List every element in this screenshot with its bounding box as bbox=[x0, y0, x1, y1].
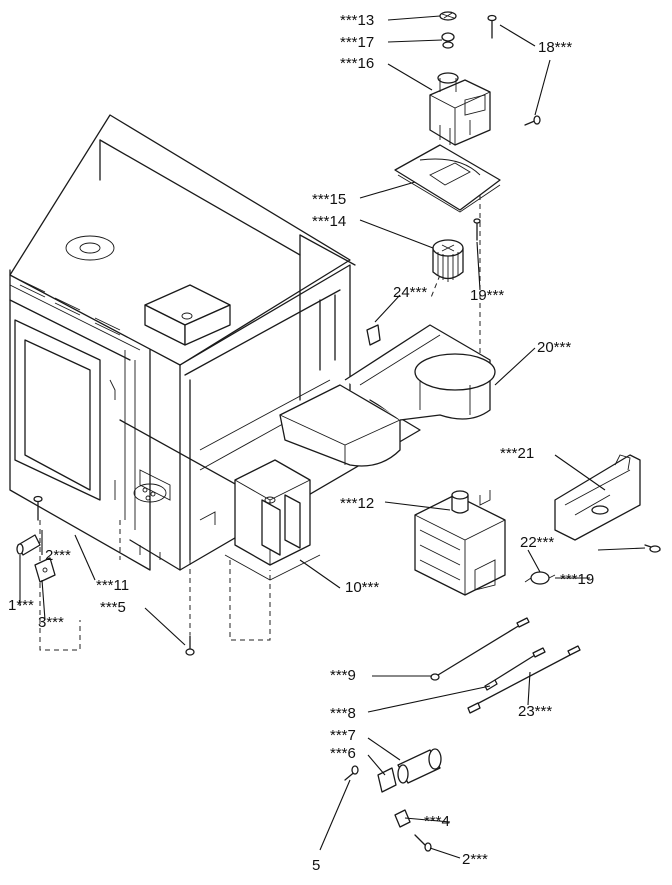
callout-3: 3*** bbox=[38, 614, 64, 631]
callout-23: 23*** bbox=[518, 703, 552, 720]
callout-1: 1*** bbox=[8, 597, 34, 614]
oven-cabinet bbox=[9, 114, 421, 571]
magnetron bbox=[414, 490, 506, 596]
fuse-holder bbox=[16, 495, 56, 583]
dashed-guides bbox=[39, 195, 481, 651]
callout-19-top: 19*** bbox=[470, 287, 504, 304]
callout-13: ***13 bbox=[340, 12, 374, 29]
callout-16: ***16 bbox=[340, 55, 374, 72]
bracket-21 bbox=[554, 454, 641, 541]
nut-washer bbox=[439, 11, 457, 49]
callout-2-bottom: 2*** bbox=[462, 851, 488, 868]
callout-19-right: ***19 bbox=[560, 571, 594, 588]
transformer bbox=[224, 459, 321, 581]
screw-19-right bbox=[644, 544, 661, 553]
callout-7: ***7 bbox=[330, 727, 356, 744]
air-duct bbox=[279, 324, 496, 467]
callout-12: ***12 bbox=[340, 495, 374, 512]
callout-11: ***11 bbox=[96, 577, 129, 594]
leader-lines bbox=[19, 15, 646, 859]
mounting-plate bbox=[394, 144, 501, 213]
callout-labels: ***13 ***17 ***16 18*** ***15 ***14 24**… bbox=[8, 12, 594, 874]
callout-5-top: ***5 bbox=[100, 599, 126, 616]
capacitor-assembly bbox=[377, 748, 442, 852]
callout-10: 10*** bbox=[345, 579, 379, 596]
callout-4: ***4 bbox=[424, 813, 450, 830]
wire-harnesses bbox=[430, 617, 581, 714]
callout-21: ***21 bbox=[500, 445, 534, 462]
callout-20: 20*** bbox=[537, 339, 571, 356]
thermal-cutout bbox=[524, 571, 556, 585]
screw-19-top bbox=[473, 218, 481, 241]
stirrer-motor bbox=[429, 72, 491, 146]
callout-14: ***14 bbox=[312, 213, 346, 230]
stirrer-fan bbox=[432, 239, 464, 282]
screws-18 bbox=[487, 14, 541, 126]
callout-17: ***17 bbox=[340, 34, 374, 51]
callout-24: 24*** bbox=[393, 284, 427, 301]
callout-9: ***9 bbox=[330, 667, 356, 684]
callout-8: ***8 bbox=[330, 705, 356, 722]
screws-5 bbox=[185, 635, 359, 781]
callout-18: 18*** bbox=[538, 39, 572, 56]
callout-22: 22*** bbox=[520, 534, 554, 551]
callout-5-bottom: 5 bbox=[312, 857, 320, 874]
callout-6: ***6 bbox=[330, 745, 356, 762]
clip-24 bbox=[366, 324, 381, 346]
callout-15: ***15 bbox=[312, 191, 346, 208]
callout-2-top: 2*** bbox=[45, 547, 71, 564]
